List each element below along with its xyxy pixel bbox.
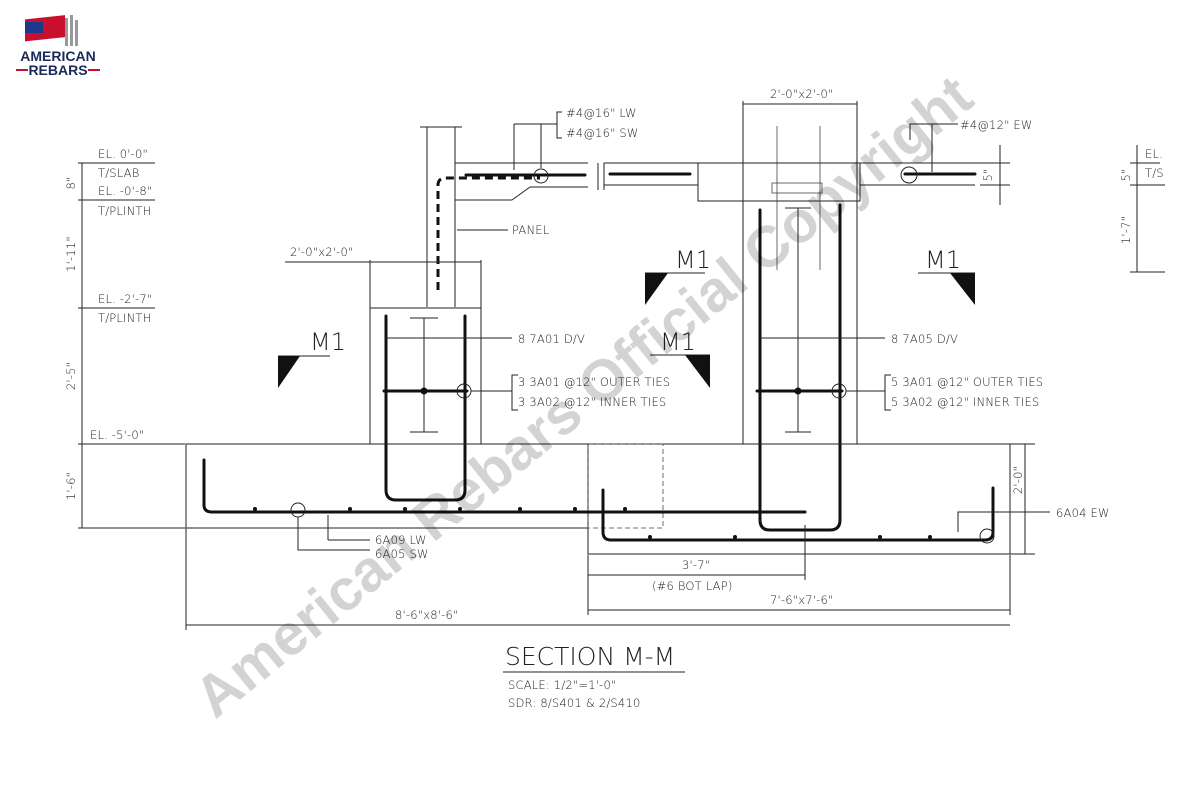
a09-callout: 6A09 LW [375,533,427,547]
footing-right-size: 7'-6"x7'-6" [770,593,833,607]
right-5: 5" [1119,168,1133,181]
ew-callout: #4@12" EW [960,118,1032,132]
inner-ties-left: 3 3A02 @12" INNER TIES [518,395,666,409]
section-mark-2: M1 [675,246,711,274]
section-ref: SDR: 8/S401 & 2/S410 [508,696,640,710]
section-mark-1: M1 [310,328,346,356]
logo-line2: REBARS [28,62,87,78]
t-plinth-2: T/PLINTH [98,311,152,325]
lw-callout: #4@16" LW [566,106,637,120]
el-50: EL. -5'-0" [90,428,144,442]
right-column [597,101,1165,532]
dim-1-11: 1'-11" [64,236,78,272]
section-title: SECTION M-M [505,642,675,671]
outer-ties-right: 5 3A01 @12" OUTER TIES [891,375,1043,389]
t-plinth-1: T/PLINTH [98,204,152,218]
footing-depth: 2'-0" [1011,466,1025,494]
dv-right: 8 7A05 D/V [891,332,958,346]
elevation-scale [78,162,185,529]
section-mark-3: M1 [660,328,696,356]
left-column [285,126,588,502]
dv-left: 8 7A01 D/V [518,332,585,346]
col-right-size: 2'-0"x2'-0" [770,87,833,101]
section-scale: SCALE: 1/2"=1'-0" [508,678,616,692]
el-right: EL. [1145,147,1163,161]
footing-left-size: 8'-6"x8'-6" [395,608,458,622]
t-s-right: T/S [1145,166,1164,180]
dim-2-5: 2'-5" [64,362,78,390]
el-27: EL. -2'-7" [98,292,152,306]
logo: AMERICAN REBARS [16,15,100,78]
panel-label: PANEL [512,223,550,237]
col-left-size: 2'-0"x2'-0" [290,245,353,259]
inner-ties-right: 5 3A02 @12" INNER TIES [891,395,1039,409]
section-marks [278,272,975,388]
a05-callout: 6A05 SW [375,547,429,561]
el-08: EL. -0'-8" [98,184,152,198]
el-0: EL. 0'-0" [98,147,148,161]
a04-callout: 6A04 EW [1056,506,1110,520]
dim-8: 8" [64,176,78,189]
dim-1-6: 1'-6" [64,472,78,500]
section-mark-4: M1 [925,246,961,274]
lap-note: (#6 BOT LAP) [652,579,733,593]
slab-5: 5" [981,168,995,181]
lap-dim: 3'-7" [682,558,710,572]
outer-ties-left: 3 3A01 @12" OUTER TIES [518,375,670,389]
sw-callout: #4@16" SW [566,126,639,140]
footings [185,443,1050,630]
logo-line1: AMERICAN [20,48,95,64]
right-1-7: 1'-7" [1119,216,1133,244]
t-slab: T/SLAB [98,166,139,180]
